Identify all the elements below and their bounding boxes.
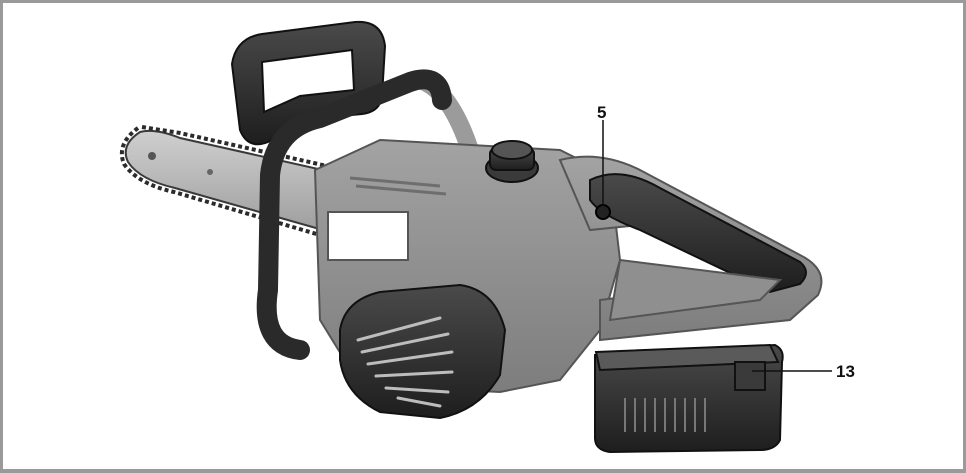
front-handle bbox=[256, 69, 452, 360]
callout-5-label: 5 bbox=[597, 103, 606, 122]
battery-pack bbox=[594, 343, 784, 454]
oil-cap bbox=[485, 140, 539, 183]
rear-handle bbox=[558, 155, 823, 342]
callout-13: 13 bbox=[752, 362, 855, 381]
motor-cover bbox=[339, 283, 507, 420]
guide-bar bbox=[119, 125, 347, 240]
callout-5: 5 bbox=[597, 103, 606, 206]
lock-off-button bbox=[595, 204, 611, 220]
callout-13-label: 13 bbox=[836, 362, 855, 381]
